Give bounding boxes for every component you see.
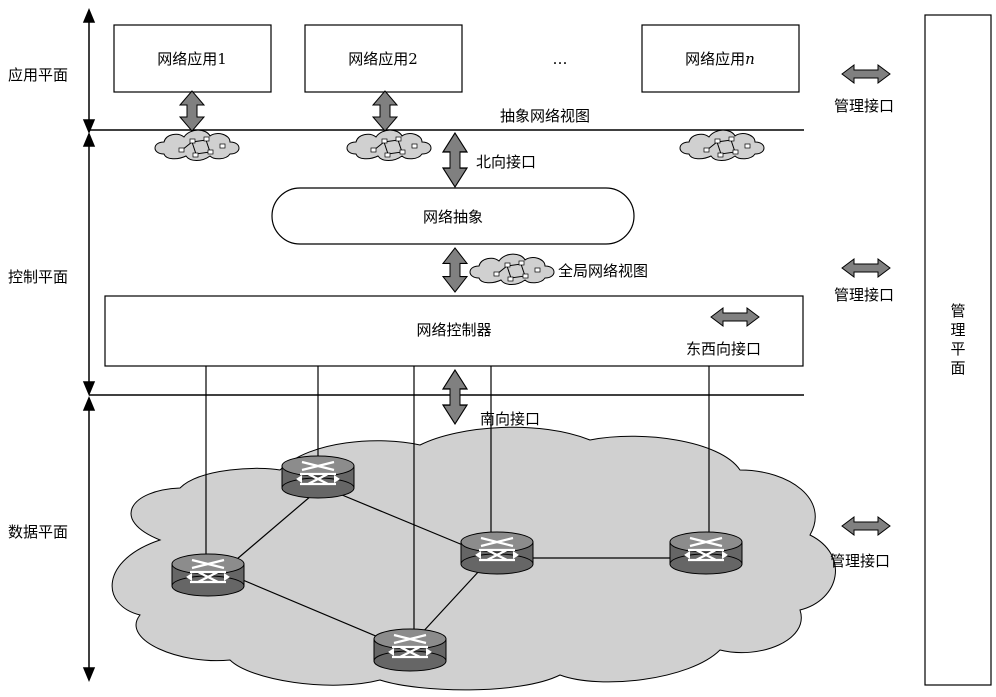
app2-double-arrow bbox=[372, 90, 398, 132]
app-box-n: 网络应用n bbox=[641, 24, 800, 93]
east-west-label: 东西向接口 bbox=[686, 340, 761, 358]
mgmt-plane-char-2: 理 bbox=[950, 321, 965, 339]
control-plane-span-arrow bbox=[82, 132, 96, 396]
mgmt-plane-char-1: 管 bbox=[950, 302, 965, 320]
southbound-label: 南向接口 bbox=[480, 410, 540, 428]
abstract-view-cloud-1 bbox=[154, 129, 240, 161]
southbound-arrow bbox=[442, 369, 468, 425]
global-view-cloud bbox=[469, 253, 555, 285]
app-n-label: 网络应用n bbox=[685, 50, 755, 68]
application-plane-label: 应用平面 bbox=[8, 66, 68, 84]
mgmt-plane-char-4: 面 bbox=[950, 359, 965, 377]
controller-label: 网络控制器 bbox=[416, 321, 491, 339]
router-1 bbox=[280, 454, 356, 500]
data-mgmt-arrow bbox=[841, 516, 891, 536]
northbound-arrow bbox=[442, 132, 468, 188]
data-mgmt-label: 管理接口 bbox=[830, 552, 890, 570]
controller-box bbox=[104, 295, 804, 367]
app-box-1: 网络应用1 bbox=[113, 24, 272, 93]
abstraction-box bbox=[271, 187, 635, 245]
router-3 bbox=[459, 530, 535, 576]
control-mgmt-label: 管理接口 bbox=[834, 286, 894, 304]
router-5 bbox=[372, 627, 448, 673]
abstract-view-cloud-n bbox=[679, 129, 765, 161]
data-plane-span-arrow bbox=[82, 396, 96, 682]
global-view-arrow bbox=[442, 247, 468, 293]
application-plane-span-arrow bbox=[82, 8, 96, 134]
app-mgmt-label: 管理接口 bbox=[834, 97, 894, 115]
router-4 bbox=[668, 530, 744, 576]
control-mgmt-arrow bbox=[841, 258, 891, 278]
management-plane-box bbox=[924, 14, 992, 686]
global-view-label: 全局网络视图 bbox=[558, 262, 648, 280]
abstract-view-cloud-2 bbox=[346, 129, 432, 161]
app1-double-arrow bbox=[179, 90, 205, 132]
app-box-2: 网络应用2 bbox=[304, 24, 463, 93]
control-plane-label: 控制平面 bbox=[8, 268, 68, 286]
abstraction-label: 网络抽象 bbox=[423, 208, 483, 226]
mgmt-plane-char-3: 平 bbox=[950, 340, 965, 358]
apps-ellipsis: … bbox=[553, 50, 568, 68]
app-1-label: 网络应用1 bbox=[157, 50, 227, 68]
router-links bbox=[229, 489, 672, 643]
app-mgmt-arrow bbox=[841, 64, 891, 84]
abstract-view-label: 抽象网络视图 bbox=[500, 107, 590, 125]
data-plane-label: 数据平面 bbox=[8, 523, 68, 541]
northbound-label: 北向接口 bbox=[476, 153, 536, 171]
router-2 bbox=[170, 552, 246, 598]
southbound-links bbox=[205, 366, 710, 634]
app-2-label: 网络应用2 bbox=[348, 50, 418, 68]
